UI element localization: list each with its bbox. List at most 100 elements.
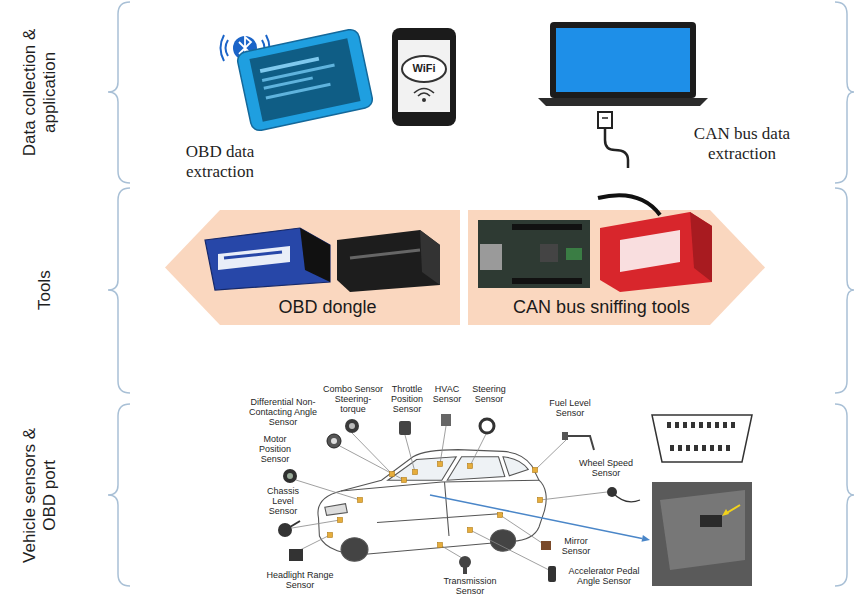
sensor-point xyxy=(328,533,333,538)
can-board xyxy=(512,278,582,284)
obd-pointer xyxy=(430,495,650,542)
obd-port-photo xyxy=(652,482,752,586)
sensor-label: Wheel Speed Sensor xyxy=(575,458,637,478)
smartphone xyxy=(422,98,426,102)
label-slot: WiFi xyxy=(401,62,447,74)
node-label: CAN bus sniffing tools xyxy=(513,297,690,319)
obd-dongle xyxy=(205,228,330,290)
sensor-label: Motor Position Sensor xyxy=(254,434,296,464)
sensor-icon xyxy=(612,492,640,502)
obd-dongle xyxy=(337,230,440,292)
label-slot: CAN bus data extraction xyxy=(686,124,798,165)
car xyxy=(490,530,515,552)
leader-line xyxy=(296,480,360,500)
bracket xyxy=(835,188,854,393)
sensor-icon xyxy=(463,566,467,574)
car xyxy=(341,538,368,561)
bracket xyxy=(108,2,130,183)
band-title: Data collection & application xyxy=(20,27,61,157)
smartphone xyxy=(262,64,335,82)
usb-cable xyxy=(602,117,608,119)
obd-dongle xyxy=(337,230,440,292)
sensor-icon xyxy=(441,414,451,426)
obd-port xyxy=(652,415,752,462)
sensor-icon xyxy=(283,469,297,483)
label-slot: Throttle Position Sensor xyxy=(386,384,428,414)
bracket xyxy=(108,404,130,586)
obd-port-photo xyxy=(722,509,729,516)
leader-line xyxy=(352,433,392,474)
label-slot: Chassis Level Sensor xyxy=(262,486,304,516)
sensor-icon xyxy=(285,521,300,530)
can-sniffer xyxy=(598,195,712,292)
smartphone xyxy=(236,28,374,132)
smartphone xyxy=(264,76,314,89)
sensor-label: Steering Sensor xyxy=(467,384,511,404)
label-slot: Combo Sensor Steering-torque xyxy=(322,384,384,414)
arrow-shape xyxy=(165,210,460,325)
smartphone xyxy=(266,83,331,100)
can-board xyxy=(478,220,590,288)
leader-line xyxy=(500,515,542,543)
sensor-icon xyxy=(562,432,568,440)
label-slot: Accelerator Pedal Angle Sensor xyxy=(562,566,646,586)
sensor-point xyxy=(402,478,407,483)
sensor-point xyxy=(498,513,503,518)
usb-cable xyxy=(598,112,628,168)
label-slot: Wheel Speed Sensor xyxy=(575,458,637,478)
caption-label: OBD data extraction xyxy=(165,142,275,183)
obd-port-photo xyxy=(660,490,745,570)
sensor-point xyxy=(533,468,538,473)
leader-line xyxy=(470,434,486,466)
label-slot: OBD data extraction xyxy=(165,142,275,183)
leader-line xyxy=(470,530,549,570)
car xyxy=(341,480,539,536)
car xyxy=(318,450,546,562)
car xyxy=(447,457,505,480)
label-slot: Motor Position Sensor xyxy=(254,434,296,464)
label-slot: Fuel Level Sensor xyxy=(548,398,592,418)
caption-label: WiFi xyxy=(401,62,447,74)
bracket xyxy=(835,2,854,183)
obd-port-photo xyxy=(700,515,722,527)
sensor-point xyxy=(438,462,443,467)
usb-cable xyxy=(598,112,612,128)
label-slot: HVAC Sensor xyxy=(430,384,464,404)
sensor-icon xyxy=(541,541,551,550)
leader-line xyxy=(540,492,607,500)
node-label: OBD dongle xyxy=(278,297,376,319)
obd-dongle xyxy=(205,228,330,290)
band-title: Tools xyxy=(35,225,55,355)
smartphone xyxy=(414,89,434,97)
sensor-label: HVAC Sensor xyxy=(430,384,464,404)
smartphone xyxy=(249,38,360,121)
label-slot: Vehicle sensors & OBD port xyxy=(20,420,61,570)
smartphone xyxy=(398,40,450,112)
leader-line xyxy=(292,426,607,570)
obd-dongle xyxy=(218,246,290,270)
car xyxy=(325,504,348,516)
label-slot: Mirror Sensor xyxy=(556,536,596,556)
sensor-point xyxy=(468,528,473,533)
smartphone xyxy=(392,28,456,126)
sensor-point xyxy=(468,464,473,469)
can-board xyxy=(540,244,558,262)
sensor-label: Combo Sensor Steering-torque xyxy=(322,384,384,414)
sensor-point xyxy=(438,543,443,548)
obd-dongle xyxy=(224,252,282,258)
can-board xyxy=(566,248,582,260)
can-board xyxy=(480,244,502,270)
car xyxy=(503,457,528,476)
arrow-band: CAN bus sniffing tools xyxy=(468,210,765,325)
sensor-icon xyxy=(345,419,359,433)
sensor-point xyxy=(538,498,543,503)
sensor-label: Throttle Position Sensor xyxy=(386,384,428,414)
obd-dongle xyxy=(350,250,420,258)
can-board xyxy=(512,224,582,230)
smartphone xyxy=(402,56,446,82)
sensor-icon xyxy=(278,414,640,582)
obd-port xyxy=(652,415,752,462)
sensor-point xyxy=(413,470,418,475)
leader-line xyxy=(405,435,415,472)
